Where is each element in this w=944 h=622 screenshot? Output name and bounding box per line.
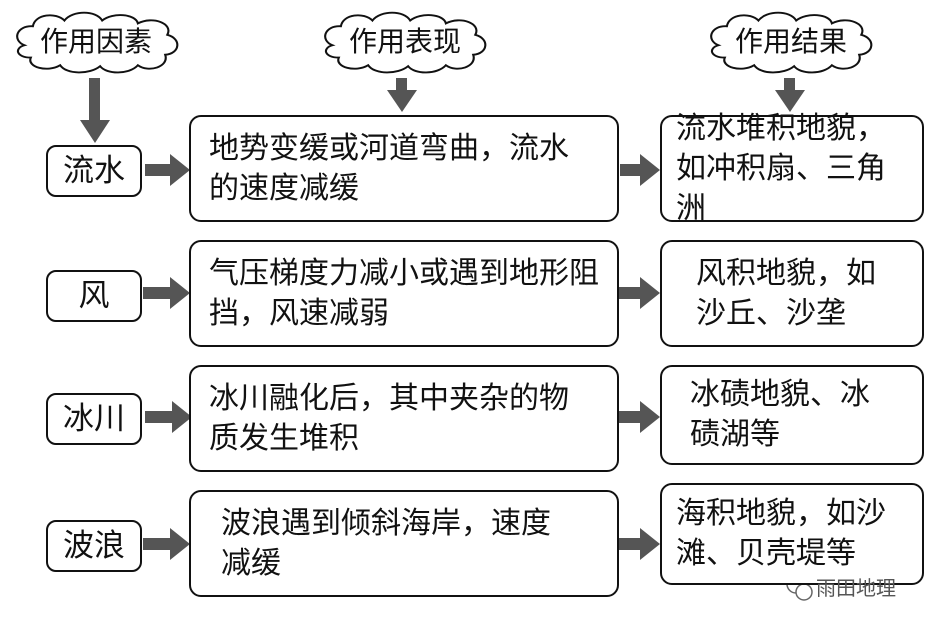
- result-line: 冰碛地貌、冰: [690, 377, 870, 412]
- factor-label: 冰川: [63, 401, 125, 437]
- cause-line: 波浪遇到倾斜海岸，速度: [221, 505, 551, 541]
- cause-line: 挡，风速减弱: [209, 295, 389, 331]
- down-arrows: [80, 78, 805, 143]
- factor-box-4: 波浪: [46, 520, 142, 572]
- factor-label: 流水: [63, 153, 125, 189]
- result-line: 如冲积扇、三角洲: [676, 150, 886, 226]
- result-line: 海积地貌，如沙: [676, 496, 886, 531]
- result-box-3: 冰碛地貌、冰 碛湖等: [660, 365, 924, 465]
- cause-box-2: 气压梯度力减小或遇到地形阻 挡，风速减弱: [189, 240, 619, 347]
- header-result: 作用结果: [734, 25, 847, 58]
- header-manifestation: 作用表现: [348, 25, 461, 58]
- result-line: 流水堆积地貌，: [676, 110, 886, 146]
- result-box-4: 海积地貌，如沙 滩、贝壳堤等: [660, 483, 924, 585]
- cause-line: 气压梯度力减小或遇到地形阻: [209, 255, 599, 291]
- right-arrows: [143, 154, 660, 560]
- factor-label: 波浪: [63, 528, 125, 564]
- watermark: 雨田地理: [816, 572, 896, 601]
- cause-box-1: 地势变缓或河道弯曲，流水 的速度减缓: [189, 115, 619, 222]
- watermark-text: 雨田地理: [816, 576, 896, 600]
- cause-line: 减缓: [221, 545, 281, 581]
- result-line: 风积地貌，如: [696, 255, 876, 291]
- result-line: 碛湖等: [690, 417, 780, 452]
- result-line: 滩、贝壳堤等: [676, 536, 856, 571]
- cause-box-3: 冰川融化后，其中夹杂的物 质发生堆积: [189, 365, 619, 472]
- result-box-2: 风积地貌，如 沙丘、沙垄: [660, 240, 924, 347]
- cause-line: 冰川融化后，其中夹杂的物: [209, 380, 569, 416]
- result-box-1: 流水堆积地貌， 如冲积扇、三角洲: [660, 111, 924, 226]
- factor-box-1: 流水: [46, 145, 142, 197]
- cause-box-4: 波浪遇到倾斜海岸，速度 减缓: [189, 490, 619, 597]
- result-line: 沙丘、沙垄: [696, 295, 846, 331]
- factor-box-2: 风: [46, 270, 142, 322]
- header-factor: 作用因素: [39, 25, 152, 58]
- cause-line: 的速度减缓: [209, 170, 359, 206]
- cause-line: 地势变缓或河道弯曲，流水: [209, 130, 569, 166]
- factor-label: 风: [78, 278, 110, 314]
- factor-box-3: 冰川: [46, 393, 142, 445]
- cause-line: 质发生堆积: [209, 420, 359, 456]
